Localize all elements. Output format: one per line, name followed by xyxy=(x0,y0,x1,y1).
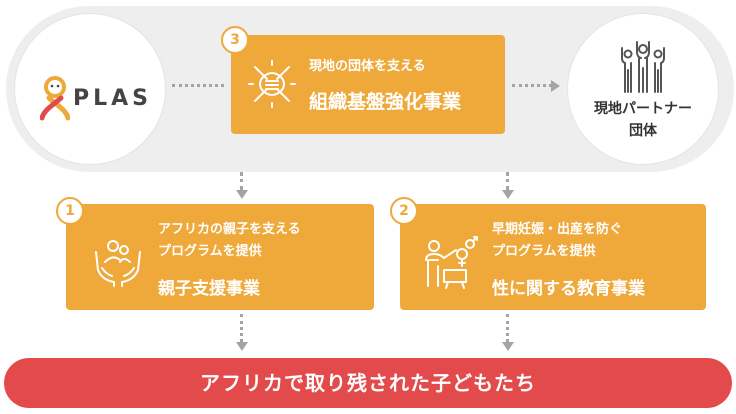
project-box-2: 2 早期妊娠・出産を防ぐ プログラムを提供 性に関する教育事業 xyxy=(390,197,706,310)
arrow-down-icon xyxy=(502,190,514,199)
connector-to-project2 xyxy=(506,172,509,190)
project3-subtitle: 現地の団体を支える xyxy=(309,59,426,74)
arrow-right-icon xyxy=(551,80,560,92)
project1-subtitle-line2: プログラムを提供 xyxy=(158,244,262,259)
partner-label-line1: 現地パートナー xyxy=(594,101,692,117)
plas-circle: PLAS xyxy=(15,14,165,164)
project-box-3: 3 現地の団体を支える 組織基盤強化事業 xyxy=(221,26,505,134)
project1-subtitle-line1: アフリカの親子を支える xyxy=(158,222,301,237)
project-box-1: 1 アフリカの親子を支える プログラムを提供 親子支援事業 xyxy=(56,197,374,310)
connector-project1-to-target xyxy=(240,314,243,342)
target-banner: アフリカで取り残された子どもたち xyxy=(4,358,732,408)
arrow-down-icon xyxy=(236,342,248,351)
arrow-down-icon xyxy=(236,190,248,199)
arrow-down-icon xyxy=(502,342,514,351)
partner-circle: 現地パートナー 団体 xyxy=(568,14,718,164)
connector-to-project1 xyxy=(240,172,243,190)
project2-title: 性に関する教育事業 xyxy=(492,279,645,299)
project-number-badge: 1 xyxy=(56,197,84,225)
project-number-badge: 3 xyxy=(221,26,249,54)
plas-logo-text: PLAS xyxy=(73,86,153,111)
project-number-badge: 2 xyxy=(390,197,418,225)
parent-child-hands-icon xyxy=(95,240,141,287)
joined-hands-icon xyxy=(248,60,296,108)
plas-figure-icon xyxy=(40,76,70,121)
teacher-gender-icon xyxy=(425,236,478,289)
project2-subtitle-line2: プログラムを提供 xyxy=(492,244,596,259)
project3-title: 組織基盤強化事業 xyxy=(309,91,462,113)
connector-project2-to-target xyxy=(506,314,509,342)
partner-label: 現地パートナー 団体 xyxy=(568,98,718,142)
people-raising-hands-icon xyxy=(621,41,665,93)
partner-label-line2: 団体 xyxy=(629,123,657,139)
connector-project3-to-partner xyxy=(512,84,552,87)
connector-plas-to-project3 xyxy=(172,84,224,87)
project1-title: 親子支援事業 xyxy=(158,279,260,299)
project2-subtitle-line1: 早期妊娠・出産を防ぐ xyxy=(492,222,623,237)
